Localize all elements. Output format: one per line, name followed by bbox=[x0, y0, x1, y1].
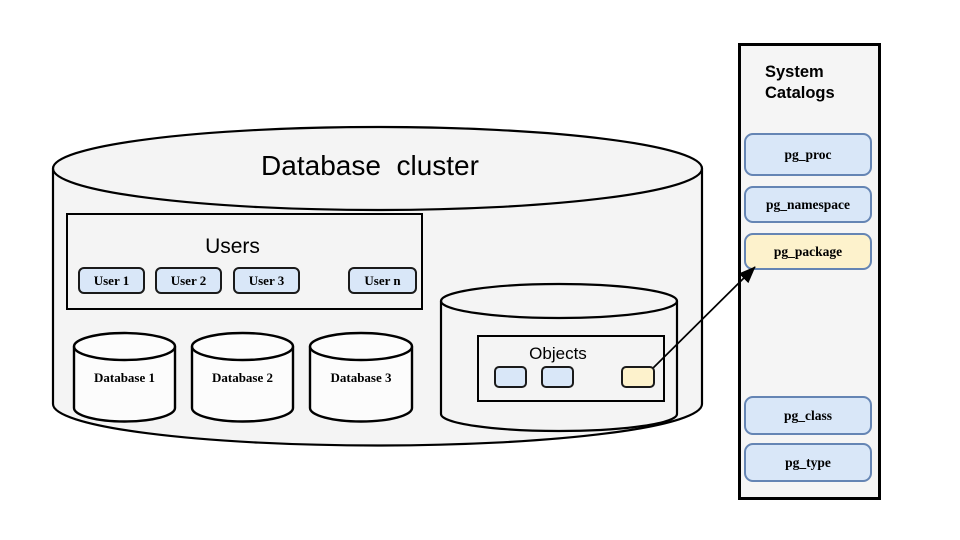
users-group-label: Users bbox=[205, 235, 260, 258]
catalog-node-pg-package[interactable]: pg_package bbox=[744, 233, 872, 270]
user-1-node[interactable]: User 1 bbox=[78, 267, 145, 294]
database-3-label: Database 3 bbox=[330, 370, 392, 385]
object-node-1[interactable] bbox=[494, 366, 527, 388]
database-1-label: Database 1 bbox=[93, 370, 156, 385]
database-cluster-title: Database cluster bbox=[261, 150, 479, 181]
objects-group-label: Objects bbox=[529, 344, 587, 363]
object-node-highlighted[interactable] bbox=[621, 366, 655, 388]
user-n-node[interactable]: User n bbox=[348, 267, 417, 294]
catalog-node-pg-namespace[interactable]: pg_namespace bbox=[744, 186, 872, 223]
catalog-node-pg-proc[interactable]: pg_proc bbox=[744, 133, 872, 176]
user-2-node[interactable]: User 2 bbox=[155, 267, 222, 294]
catalog-node-pg-class[interactable]: pg_class bbox=[744, 396, 872, 435]
users-group-box: Users bbox=[66, 213, 423, 310]
system-catalogs-panel: System Catalogs pg_proc pg_namespace pg_… bbox=[738, 43, 881, 500]
user-3-node[interactable]: User 3 bbox=[233, 267, 300, 294]
database-2-label: Database 2 bbox=[211, 370, 274, 385]
catalog-node-pg-type[interactable]: pg_type bbox=[744, 443, 872, 482]
system-catalogs-title: System Catalogs bbox=[765, 63, 835, 102]
object-node-2[interactable] bbox=[541, 366, 574, 388]
